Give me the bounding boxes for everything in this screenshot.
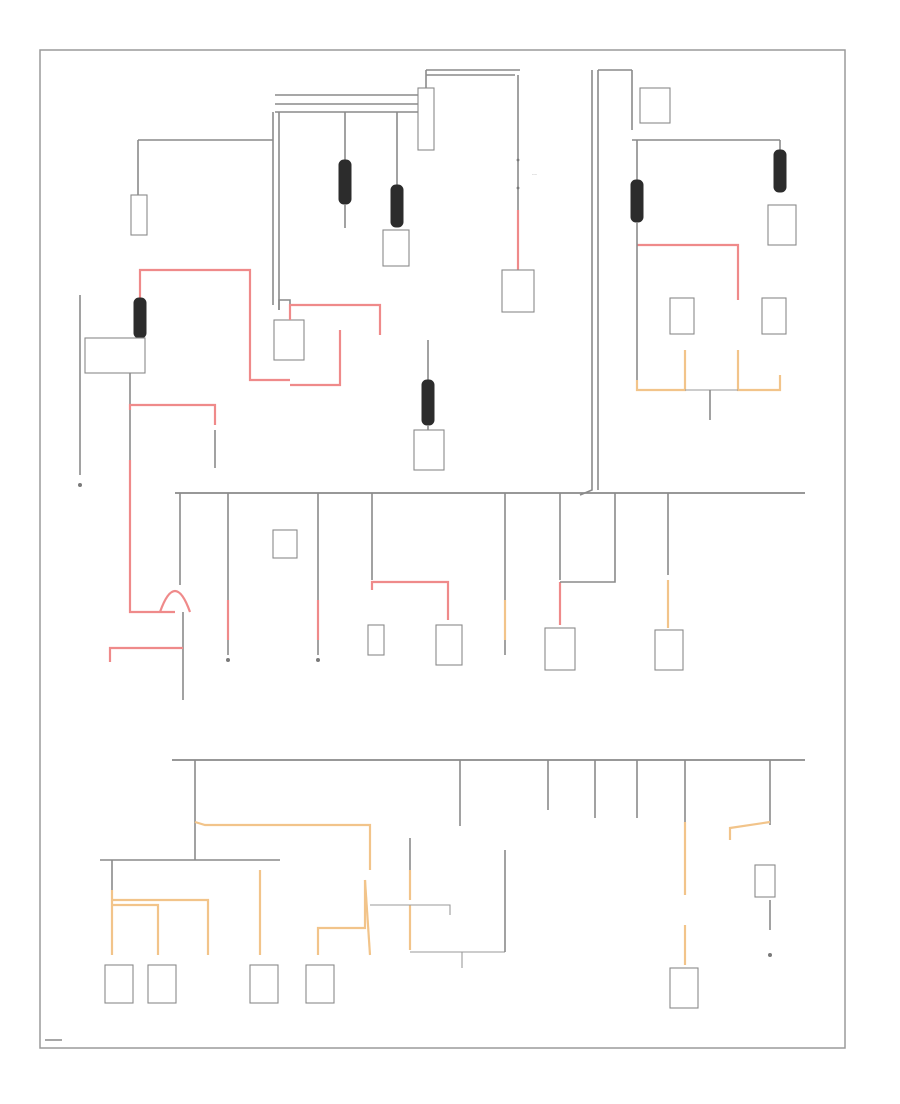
battery-section: ---- — [130, 69, 538, 313]
starter-section — [78, 268, 445, 700]
right-relay-section — [579, 69, 797, 496]
lower-branches — [45, 760, 776, 1041]
diagram-frame — [39, 49, 846, 1049]
middle-branches — [179, 493, 684, 671]
svg-text:----: ---- — [532, 172, 538, 176]
